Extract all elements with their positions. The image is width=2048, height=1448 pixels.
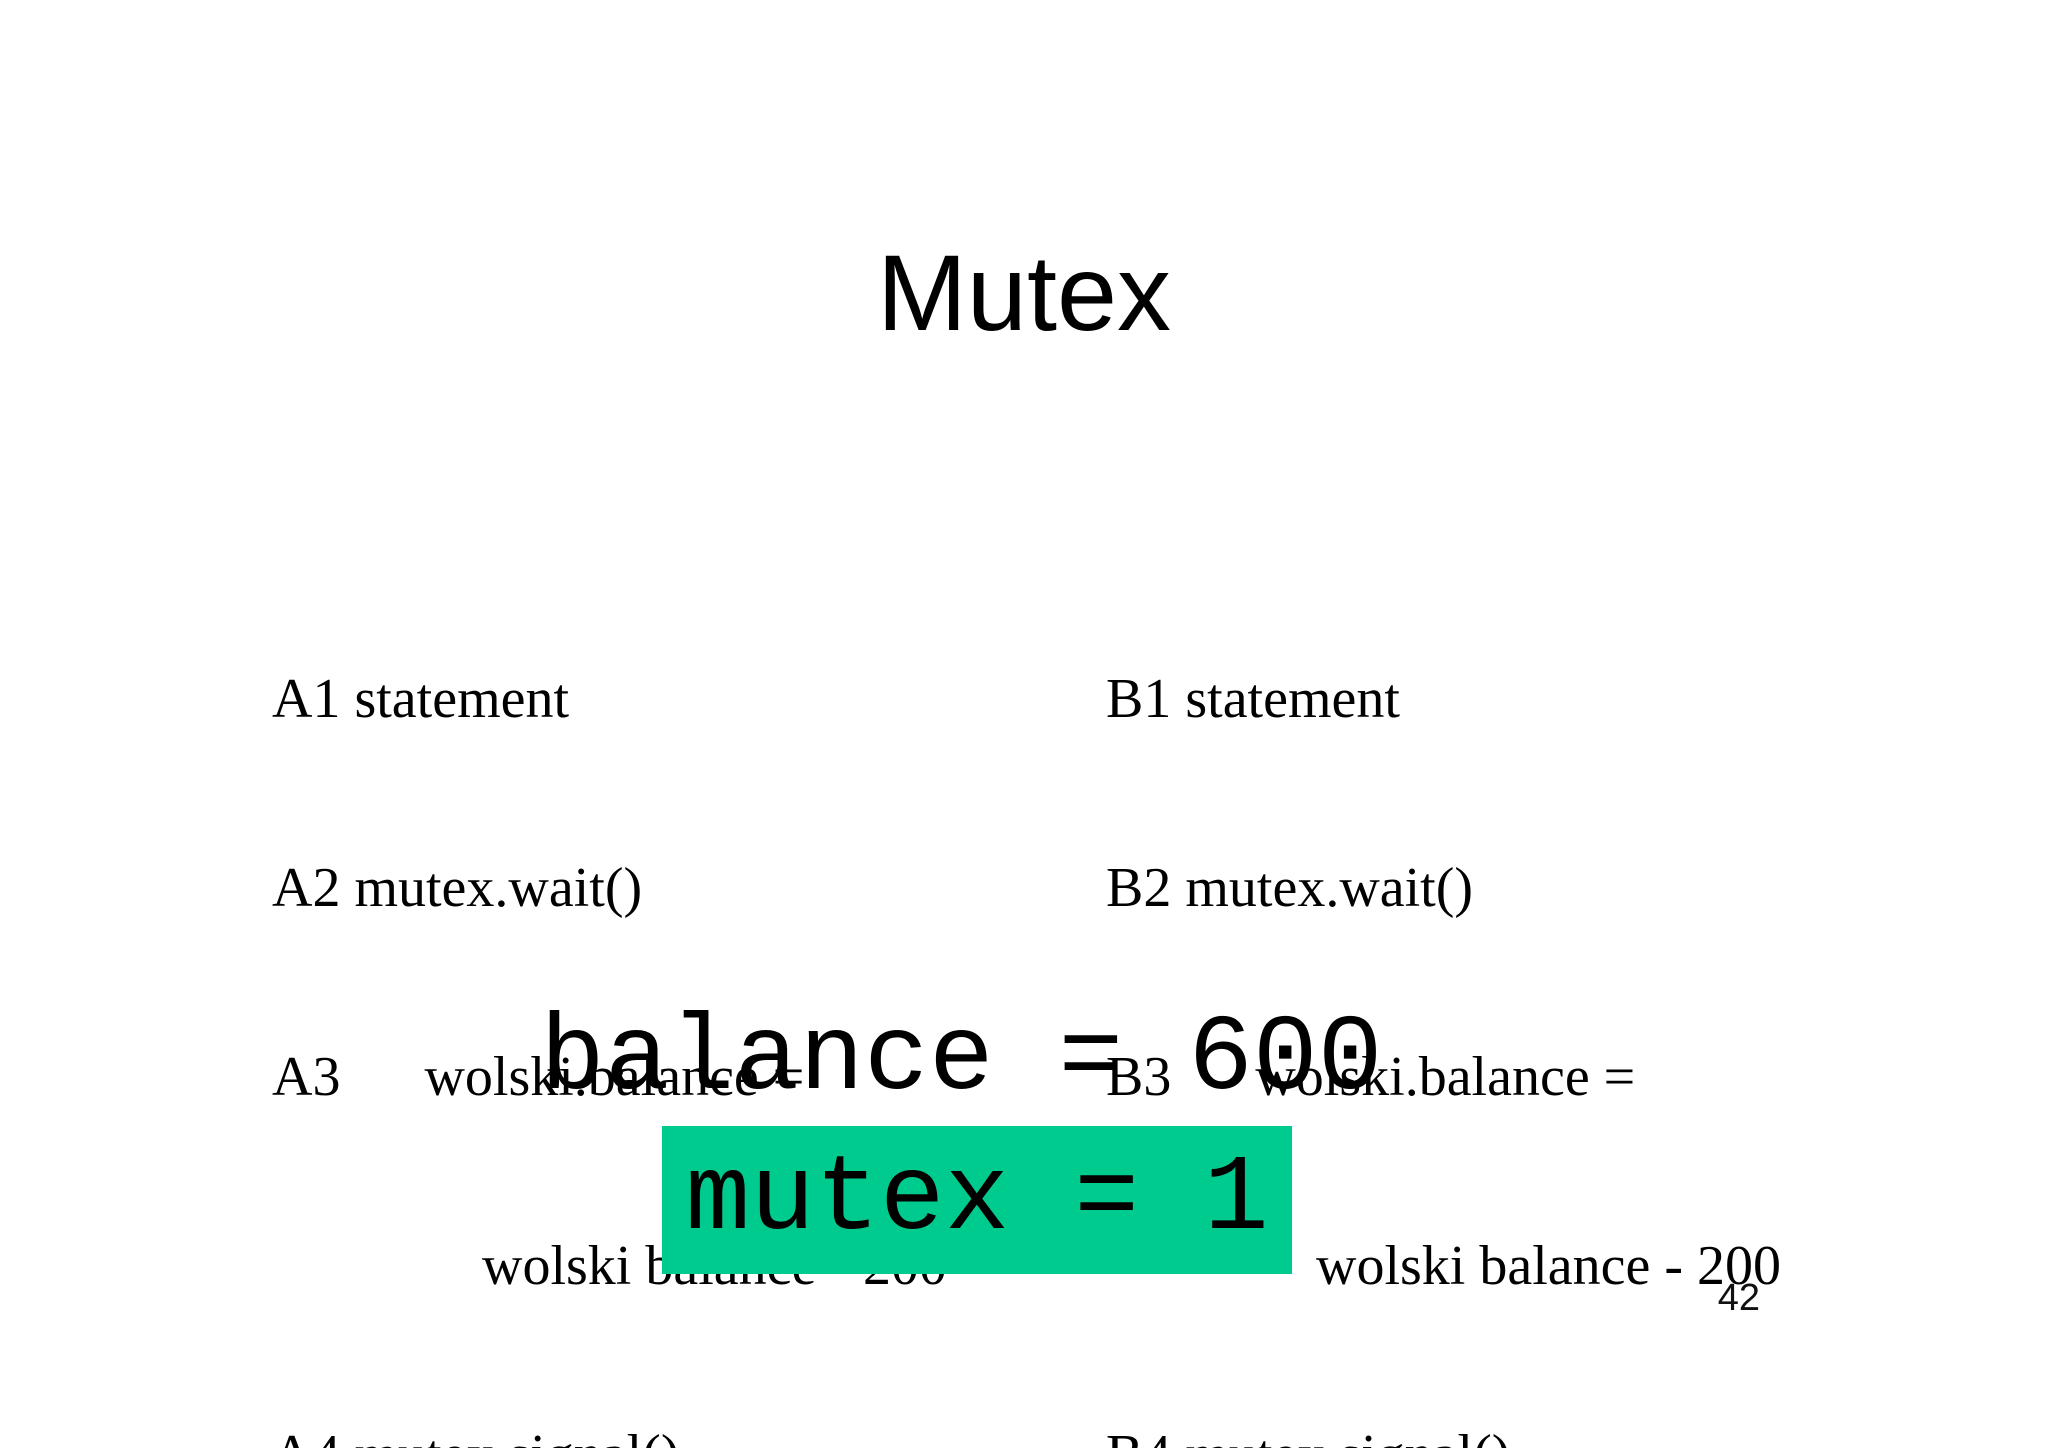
process-a-line-5: A4 mutex.signal() — [266, 1424, 971, 1448]
process-b-line-4: wolski balance - 200 — [1106, 1235, 1781, 1297]
process-b-line-1: B1 statement — [1106, 668, 1400, 730]
process-a-line-2: A2 mutex.wait() — [272, 857, 643, 919]
mutex-value-box: mutex = 1 — [662, 1126, 1292, 1274]
page-number: 42 — [1717, 1277, 1760, 1319]
process-b-line-3: B3 wolski.balance = — [1106, 1046, 1636, 1108]
process-b-code-block: B1 statement B2 mutex.wait() B3 wolski.b… — [1100, 542, 1812, 1448]
balance-result-text: balance = 600 — [540, 999, 1383, 1121]
process-a-line-1: A1 statement — [272, 668, 570, 730]
mutex-value-text: mutex = 1 — [685, 1139, 1269, 1261]
process-a-code-block: A1 statement A2 mutex.wait() A3 wolski.b… — [266, 542, 971, 1448]
process-a-line-3: A3 wolski.balance = — [272, 1046, 805, 1108]
process-b-line-2: B2 mutex.wait() — [1106, 857, 1474, 919]
slide-title: Mutex — [876, 232, 1172, 353]
process-b-line-5: B4 mutex.signal() — [1100, 1424, 1812, 1448]
